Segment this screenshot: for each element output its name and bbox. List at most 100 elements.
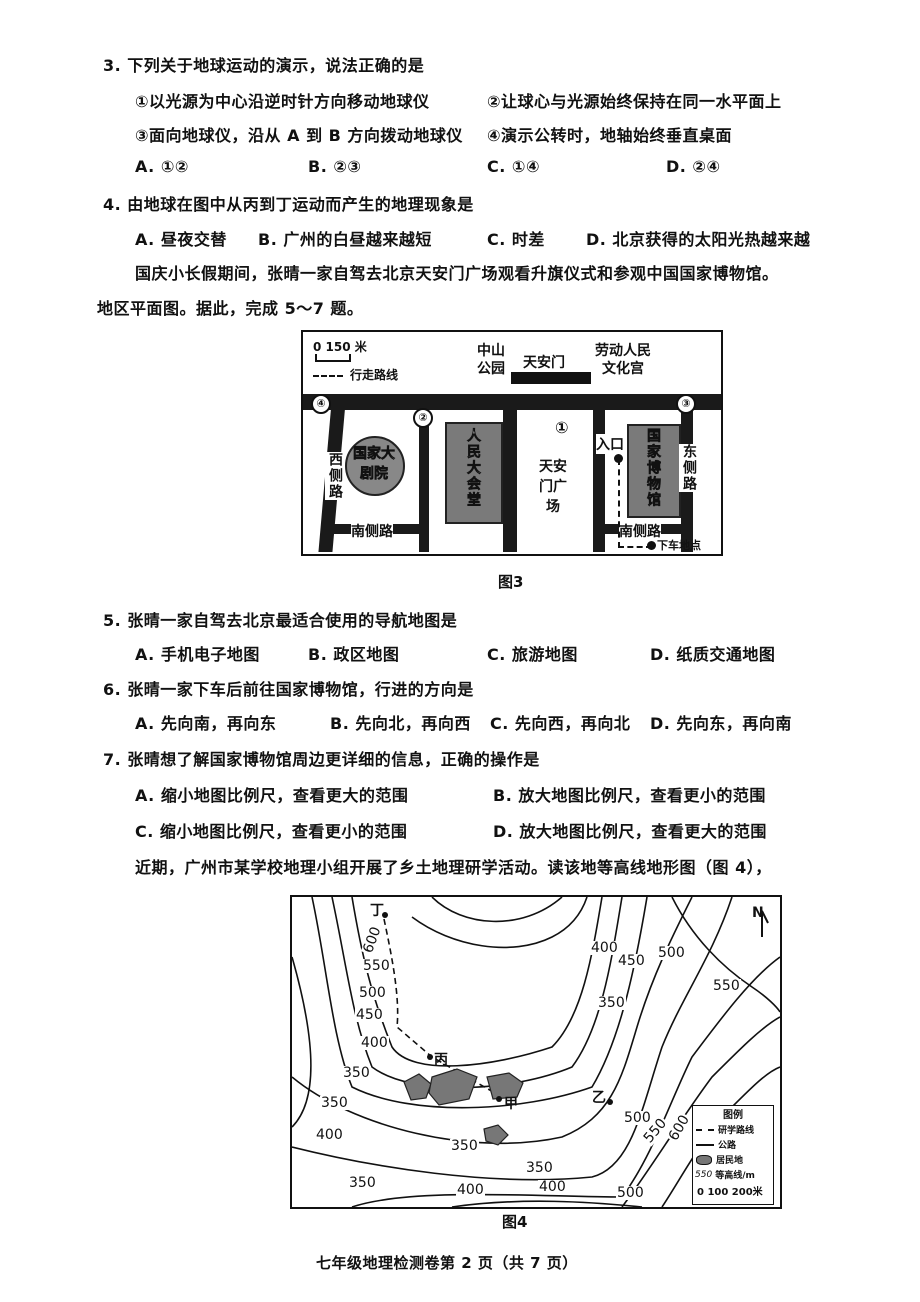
q3-stem: 3. 下列关于地球运动的演示，说法正确的是 bbox=[103, 56, 425, 75]
contour-label: 350 bbox=[597, 995, 626, 1011]
page-footer: 七年级地理检测卷第 2 页（共 7 页） bbox=[316, 1254, 578, 1272]
figure-4-caption: 图4 bbox=[502, 1213, 528, 1231]
label-west-road: 西侧路 bbox=[325, 452, 345, 500]
intro-text-3: 近期，广州市某学校地理小组开展了乡土地理研学活动。读该地等高线地形图（图 4）， bbox=[135, 858, 772, 877]
contour-line bbox=[311, 897, 648, 1109]
q6-option-b: B. 先向北，再向西 bbox=[330, 714, 471, 733]
study-route bbox=[383, 918, 503, 1098]
point-bing: 丙 bbox=[434, 1052, 448, 1068]
contour-line bbox=[621, 1016, 780, 1207]
contour-line bbox=[671, 897, 780, 1013]
point-yi-dot bbox=[607, 1099, 613, 1105]
marker-4: ④ bbox=[311, 394, 331, 414]
q5-stem: 5. 张晴一家自驾去北京最适合使用的导航地图是 bbox=[103, 611, 458, 630]
contour-label: 400 bbox=[456, 1182, 485, 1198]
contour-label: 550 bbox=[712, 978, 741, 994]
label-national-theatre: 国家大剧院 bbox=[353, 446, 396, 483]
entrance-dot bbox=[614, 454, 623, 463]
q3-item-1: ①以光源为中心沿逆时针方向移动地球仪 bbox=[135, 92, 430, 111]
q3-option-a: A. ①② bbox=[135, 157, 189, 176]
route-legend-label: 行走路线 bbox=[350, 368, 399, 382]
figure-3-map: 0 150 米 行走路线 中山公园 天安门 劳动人民文化宫 ④ ② ③ ① 国家… bbox=[301, 330, 723, 556]
q3-option-c: C. ①④ bbox=[487, 157, 540, 176]
walking-route bbox=[618, 459, 652, 548]
contour-label: 350 bbox=[525, 1160, 554, 1176]
settlement-icon bbox=[403, 1073, 432, 1101]
legend-route: 研学路线 bbox=[718, 1126, 755, 1136]
contour-line bbox=[351, 897, 603, 1067]
q7-option-b: B. 放大地图比例尺，查看更小的范围 bbox=[493, 786, 766, 805]
q7-option-a: A. 缩小地图比例尺，查看更大的范围 bbox=[135, 786, 409, 805]
figure-4-contour-map: N 丁 丙 甲 乙 600 550 500 450 400 350 350 40… bbox=[290, 895, 782, 1209]
q5-option-c: C. 旅游地图 bbox=[487, 645, 578, 664]
legend-title: 图例 bbox=[723, 1110, 743, 1121]
q4-option-b: B. 广州的白昼越来越短 bbox=[258, 230, 432, 249]
q5-option-d: D. 纸质交通地图 bbox=[650, 645, 776, 664]
contour-line bbox=[431, 897, 563, 923]
legend-settlement: 居民地 bbox=[716, 1156, 744, 1166]
label-south-road-west: 南侧路 bbox=[351, 521, 393, 541]
great-hall bbox=[445, 422, 503, 524]
q7-option-c: C. 缩小地图比例尺，查看更小的范围 bbox=[135, 822, 408, 841]
label-east-road: 东侧路 bbox=[679, 444, 699, 492]
legend-scale: 0 100 200米 bbox=[697, 1187, 763, 1198]
q4-option-d: D. 北京获得的太阳光热越来越 bbox=[586, 230, 811, 249]
legend-road: 公路 bbox=[718, 1141, 737, 1151]
settlement-icon bbox=[428, 1068, 478, 1106]
q5-option-a: A. 手机电子地图 bbox=[135, 645, 260, 664]
contour-line bbox=[292, 897, 693, 1145]
label-entrance: 入口 bbox=[596, 434, 624, 454]
q3-option-b: B. ②③ bbox=[308, 157, 362, 176]
tiananmen-gate-icon bbox=[511, 372, 591, 384]
label-laodong-palace: 劳动人民文化宫 bbox=[595, 343, 651, 377]
contour-line bbox=[292, 897, 733, 1181]
label-zhongshan-park: 中山公园 bbox=[477, 343, 505, 377]
q3-option-d: D. ②④ bbox=[666, 157, 721, 176]
national-theatre bbox=[345, 436, 405, 496]
contour-label: 500 bbox=[358, 985, 387, 1001]
label-south-road-east: 南侧路 bbox=[619, 521, 661, 541]
contour-label: 500 bbox=[657, 945, 686, 961]
contour-label: 550 bbox=[362, 958, 391, 974]
contour-label: 400 bbox=[360, 1035, 389, 1051]
label-museum: 国家博物馆 bbox=[645, 428, 662, 509]
q6-option-d: D. 先向东，再向南 bbox=[650, 714, 792, 733]
scale-label: 0 150 米 bbox=[313, 340, 367, 354]
intro-text-1: 国庆小长假期间，张晴一家自驾去北京天安门广场观看升旗仪式和参观中国国家博物馆。 bbox=[135, 264, 779, 283]
road-center-west bbox=[503, 402, 517, 552]
contour-lines bbox=[292, 897, 780, 1207]
point-jia-dot bbox=[496, 1096, 502, 1102]
point-jia: 甲 bbox=[504, 1096, 518, 1112]
marker-3: ③ bbox=[676, 394, 696, 414]
contour-line bbox=[292, 956, 312, 1128]
label-tiananmen: 天安门 bbox=[523, 355, 565, 371]
q7-option-d: D. 放大地图比例尺，查看更大的范围 bbox=[493, 822, 767, 841]
contour-line bbox=[351, 956, 780, 1207]
contour-label: 400 bbox=[538, 1179, 567, 1195]
contour-label: 350 bbox=[348, 1175, 377, 1191]
settlement-icon bbox=[483, 1124, 509, 1146]
north-label: N bbox=[752, 905, 764, 921]
legend-settlement-icon bbox=[696, 1154, 712, 1165]
contour-label: 350 bbox=[320, 1095, 349, 1111]
dropoff-dot bbox=[647, 541, 656, 550]
q3-item-2: ②让球心与光源始终保持在同一水平面上 bbox=[487, 92, 782, 111]
road-2 bbox=[419, 420, 429, 552]
q7-stem: 7. 张晴想了解国家博物馆周边更详细的信息，正确的操作是 bbox=[103, 750, 540, 769]
legend-road-icon bbox=[696, 1143, 714, 1146]
figure-3-caption: 图3 bbox=[498, 573, 524, 591]
point-ding: 丁 bbox=[370, 903, 384, 919]
point-yi: 乙 bbox=[592, 1090, 606, 1106]
q4-option-a: A. 昼夜交替 bbox=[135, 230, 227, 249]
scale-bar bbox=[315, 354, 351, 362]
q6-option-c: C. 先向西，再向北 bbox=[490, 714, 631, 733]
contour-label: 500 bbox=[616, 1185, 645, 1201]
contour-label: 500 bbox=[623, 1110, 652, 1126]
intro-text-2: 地区平面图。据此，完成 5～7 题。 bbox=[97, 299, 364, 318]
legend-route-icon bbox=[696, 1128, 714, 1131]
legend-contour: 等高线/m bbox=[715, 1171, 755, 1181]
point-bing-dot bbox=[427, 1054, 433, 1060]
label-dropoff: 下车地点 bbox=[657, 539, 701, 552]
label-great-hall: 人民大会堂 bbox=[465, 428, 482, 509]
